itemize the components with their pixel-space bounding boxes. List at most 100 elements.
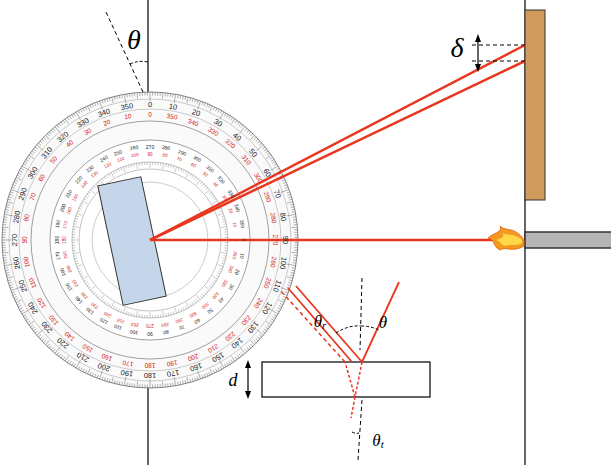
tick-mark [190,304,192,307]
tick-mark [100,180,104,185]
tick-mark [180,381,182,384]
tick-mark [294,247,297,248]
tick-mark [72,240,78,241]
tick-mark [249,346,251,349]
tick-mark [81,203,84,204]
tick-mark [175,167,177,173]
tick-mark [218,265,224,267]
tick-mark [256,329,263,335]
tick-mark [225,237,228,238]
tick-mark [165,384,166,387]
tick-mark [194,177,196,179]
laser [525,232,611,248]
tick-mark [74,221,77,223]
tick-mark [102,179,104,181]
tick-mark [42,339,45,341]
degree-number: 270 [11,234,19,247]
tick-mark [22,166,30,171]
tick-mark [170,165,172,168]
tick-mark [144,315,145,318]
tick-mark [35,147,38,149]
tick-mark [8,279,11,281]
tick-mark [225,242,228,243]
tick-mark [72,363,74,366]
tick-mark [75,218,78,220]
tick-mark [24,317,27,319]
degree-number: 0 [233,239,238,242]
tick-mark [96,294,98,296]
tick-mark [29,155,34,158]
tick-mark [7,277,13,279]
degree-number: 260 [131,321,139,327]
tick-mark [24,162,27,164]
tick-mark [67,117,69,120]
tick-mark [147,315,148,318]
degree-number: 170 [167,368,181,378]
tick-mark [87,369,90,374]
tick-mark [167,93,168,96]
tick-mark [239,346,245,353]
tick-mark [2,237,5,238]
tick-mark [294,242,297,243]
tick-mark [107,98,108,101]
tick-mark [196,299,198,301]
tick-mark [225,231,228,232]
tick-mark [280,303,283,305]
tick-mark [229,361,231,364]
tick-mark [106,302,108,304]
tick-mark [85,282,87,284]
tick-mark [160,92,161,95]
tick-mark [249,132,251,135]
tick-mark [3,252,9,254]
tick-mark [237,355,239,358]
tick-mark [273,162,276,164]
degree-number: 80 [163,329,169,335]
tick-mark [72,231,75,232]
tick-mark [121,382,123,385]
tick-mark [212,196,214,198]
tick-mark [85,196,87,198]
tick-mark [231,360,233,363]
tick-mark [266,321,271,324]
tick-mark [224,364,226,367]
tick-mark [73,226,79,227]
tick-mark [294,234,297,235]
degree-number: 350 [238,219,244,228]
tick-mark [72,247,75,248]
tick-mark [220,211,223,212]
tick-mark [291,270,294,272]
tick-mark [202,294,204,296]
degree-number: 290 [175,316,184,323]
degree-number: 350 [120,102,134,112]
tick-mark [53,349,55,352]
tick-mark [126,94,128,97]
tick-mark [123,167,125,173]
tick-mark [262,331,265,333]
tick-mark [104,377,105,380]
tick-mark [121,310,122,313]
tick-mark [14,296,17,297]
tick-mark [51,347,53,350]
tick-mark [128,165,130,168]
tick-mark [265,151,268,153]
tick-mark [289,279,292,281]
tick-mark [3,219,6,220]
tick-mark [291,252,297,254]
tick-mark [19,171,22,173]
tick-mark [40,141,43,143]
tick-mark [99,101,102,109]
tick-mark [111,172,114,177]
tick-mark [76,360,81,368]
degree-number: 10 [239,253,245,259]
tick-mark [209,372,210,375]
tick-mark [184,96,186,99]
tick-mark [61,355,63,358]
tick-mark [12,292,15,293]
tick-mark [250,134,252,137]
tick-mark [142,384,143,387]
tick-mark [218,213,224,215]
tick-mark [136,163,137,169]
tick-mark [92,104,93,107]
tick-mark [273,317,276,319]
tick-mark [278,308,281,310]
